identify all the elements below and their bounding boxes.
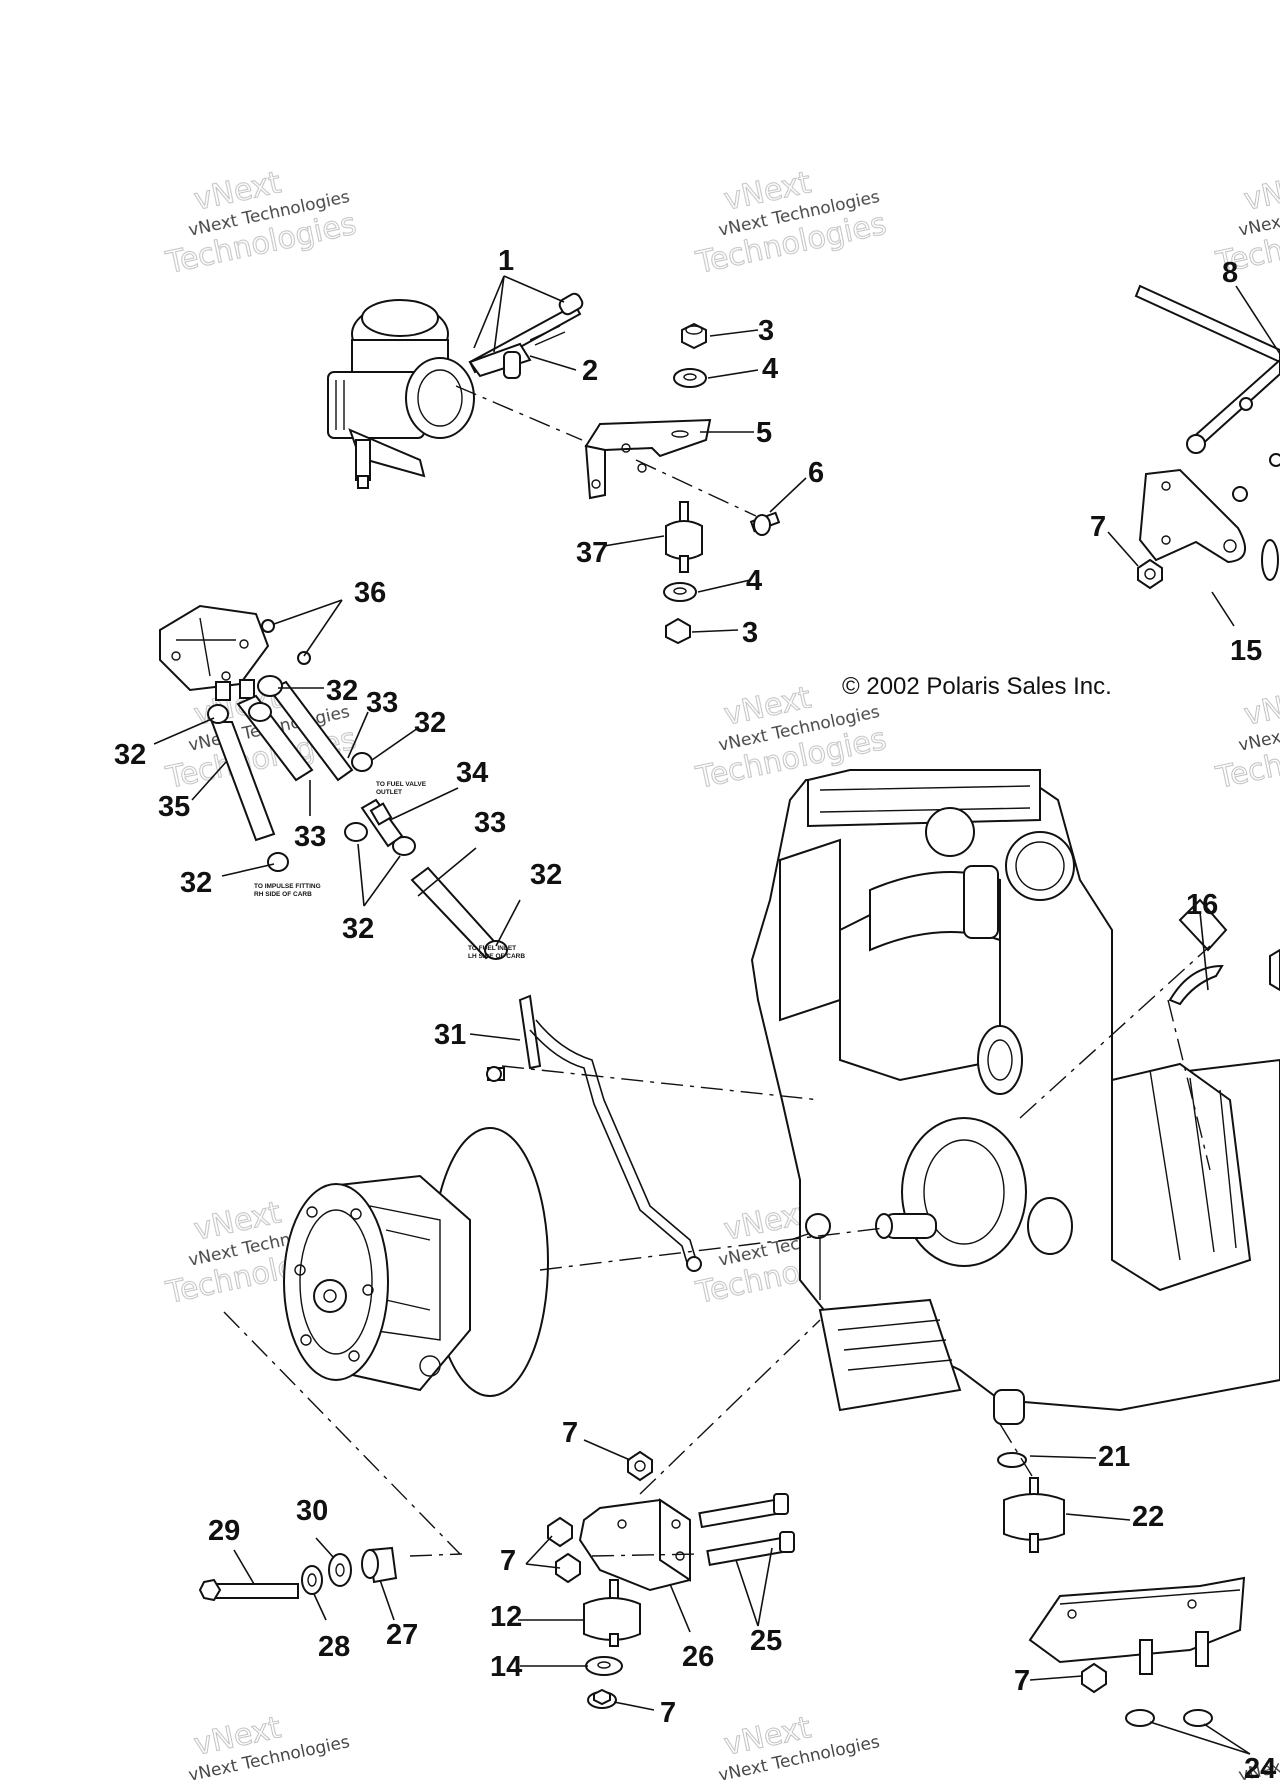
leader-lines bbox=[153, 275, 1280, 1755]
svg-text:vNext: vNext bbox=[1241, 680, 1280, 733]
callout-33: 33 bbox=[294, 821, 326, 853]
fuel-hose bbox=[210, 680, 502, 960]
spacer bbox=[361, 1546, 398, 1584]
callout-36: 36 bbox=[354, 577, 386, 609]
watermark: vNext vNext Technologies Technologies bbox=[692, 165, 890, 282]
throttle-cable-fittings bbox=[468, 292, 584, 379]
callout-31: 31 bbox=[434, 1019, 466, 1051]
watermark: vNext vNext Technologies Technologies bbox=[162, 165, 360, 282]
watermark: vNext vNext Technologies bbox=[717, 1710, 882, 1786]
watermark: vNext vNext Technologies Technologies bbox=[1212, 165, 1280, 282]
callout-32: 32 bbox=[114, 739, 146, 771]
engine-assembly bbox=[750, 769, 1280, 1425]
washer bbox=[328, 1553, 352, 1587]
fuel-inlet-note-line2: LH SIDE OF CARB bbox=[468, 953, 525, 960]
callout-24: 24 bbox=[1244, 1753, 1276, 1785]
engine-mount-bracket-front bbox=[578, 1498, 691, 1592]
washer bbox=[997, 1452, 1027, 1468]
washer bbox=[673, 368, 707, 388]
callout-1: 1 bbox=[498, 245, 514, 277]
callout-21: 21 bbox=[1098, 1441, 1130, 1473]
callout-3: 3 bbox=[758, 315, 774, 347]
fuel-valve-outlet-note-line1: TO FUEL VALVE bbox=[376, 781, 427, 788]
engine-mount-bracket-rear bbox=[1028, 1576, 1246, 1675]
drive-clutch bbox=[283, 1127, 549, 1397]
callout-27: 27 bbox=[386, 1619, 418, 1651]
watermark: vNext vNext Technologies bbox=[187, 1710, 352, 1786]
callout-7: 7 bbox=[1090, 511, 1106, 543]
callout-7: 7 bbox=[660, 1697, 676, 1729]
mount-bolts bbox=[698, 1493, 795, 1566]
hose-clamp bbox=[207, 675, 508, 960]
callout-7: 7 bbox=[562, 1417, 578, 1449]
callout-29: 29 bbox=[208, 1515, 240, 1547]
fuel-inlet-note-line1: TO FUEL INLET bbox=[468, 945, 516, 952]
callout-33: 33 bbox=[474, 807, 506, 839]
watermark: vNext vNext Technologies Technologies bbox=[1212, 680, 1280, 797]
callout-25: 25 bbox=[750, 1625, 782, 1657]
callout-32: 32 bbox=[414, 707, 446, 739]
callout-26: 26 bbox=[682, 1641, 714, 1673]
mount-nut bbox=[1081, 1662, 1107, 1694]
callout-37: 37 bbox=[576, 537, 608, 569]
callout-33: 33 bbox=[366, 687, 398, 719]
fuel-line-notes: TO FUEL VALVE OUTLET TO IMPULSE FITTING … bbox=[254, 781, 525, 960]
impulse-fitting-note-line2: RH SIDE OF CARB bbox=[254, 891, 312, 898]
impulse-fitting-note-line1: TO IMPULSE FITTING bbox=[254, 883, 321, 890]
callout-22: 22 bbox=[1132, 1501, 1164, 1533]
spring-clip bbox=[1168, 964, 1224, 1006]
callout-16: 16 bbox=[1186, 889, 1218, 921]
callout-30: 30 bbox=[296, 1495, 328, 1527]
callout-3: 3 bbox=[742, 617, 758, 649]
callout-15: 15 bbox=[1230, 635, 1262, 667]
fuel-valve-outlet-note-line2: OUTLET bbox=[376, 789, 402, 796]
callout-2: 2 bbox=[582, 355, 598, 387]
callout-28: 28 bbox=[318, 1631, 350, 1663]
callout-5: 5 bbox=[756, 417, 772, 449]
callout-14: 14 bbox=[490, 1651, 522, 1683]
mount-bracket bbox=[584, 418, 712, 500]
fuel-pump bbox=[159, 604, 311, 701]
callout-34: 34 bbox=[456, 757, 488, 789]
callout-32: 32 bbox=[180, 867, 212, 899]
mount-nut bbox=[547, 1516, 581, 1584]
flange-nut bbox=[587, 1688, 617, 1709]
callout-labels: 1 2 3 4 5 6 37 4 3 8 7 15 36 32 33 32 32… bbox=[114, 245, 1276, 1785]
bolt-long bbox=[198, 1578, 299, 1602]
bolt bbox=[749, 511, 781, 536]
callout-7: 7 bbox=[500, 1545, 516, 1577]
callout-32: 32 bbox=[326, 675, 358, 707]
rubber-mount bbox=[583, 1579, 641, 1647]
callout-6: 6 bbox=[808, 457, 824, 489]
washer bbox=[585, 1656, 623, 1676]
breather-tube bbox=[486, 994, 702, 1272]
rubber-mount bbox=[665, 501, 703, 573]
callout-4: 4 bbox=[762, 353, 778, 385]
rubber-mount bbox=[1003, 1477, 1065, 1553]
callout-32: 32 bbox=[342, 913, 374, 945]
callout-4: 4 bbox=[746, 565, 762, 597]
hex-nut bbox=[665, 617, 691, 645]
hex-nut bbox=[681, 322, 707, 350]
callout-12: 12 bbox=[490, 1601, 522, 1633]
callout-8: 8 bbox=[1222, 257, 1238, 289]
callout-7: 7 bbox=[1014, 1665, 1030, 1697]
callout-32: 32 bbox=[530, 859, 562, 891]
svg-text:vNext: vNext bbox=[1241, 165, 1280, 218]
copyright-notice: © 2002 Polaris Sales Inc. bbox=[842, 673, 1112, 700]
hex-nut bbox=[1137, 558, 1163, 590]
washer bbox=[663, 582, 697, 602]
washer bbox=[301, 1565, 323, 1595]
carburetor bbox=[327, 299, 475, 489]
linkage-bracket bbox=[1134, 284, 1280, 581]
fuel-valve-fitting bbox=[360, 798, 404, 848]
mount-nut bbox=[627, 1450, 653, 1482]
callout-35: 35 bbox=[158, 791, 190, 823]
flange-nut bbox=[1125, 1709, 1213, 1727]
center-lines bbox=[223, 385, 1211, 1557]
